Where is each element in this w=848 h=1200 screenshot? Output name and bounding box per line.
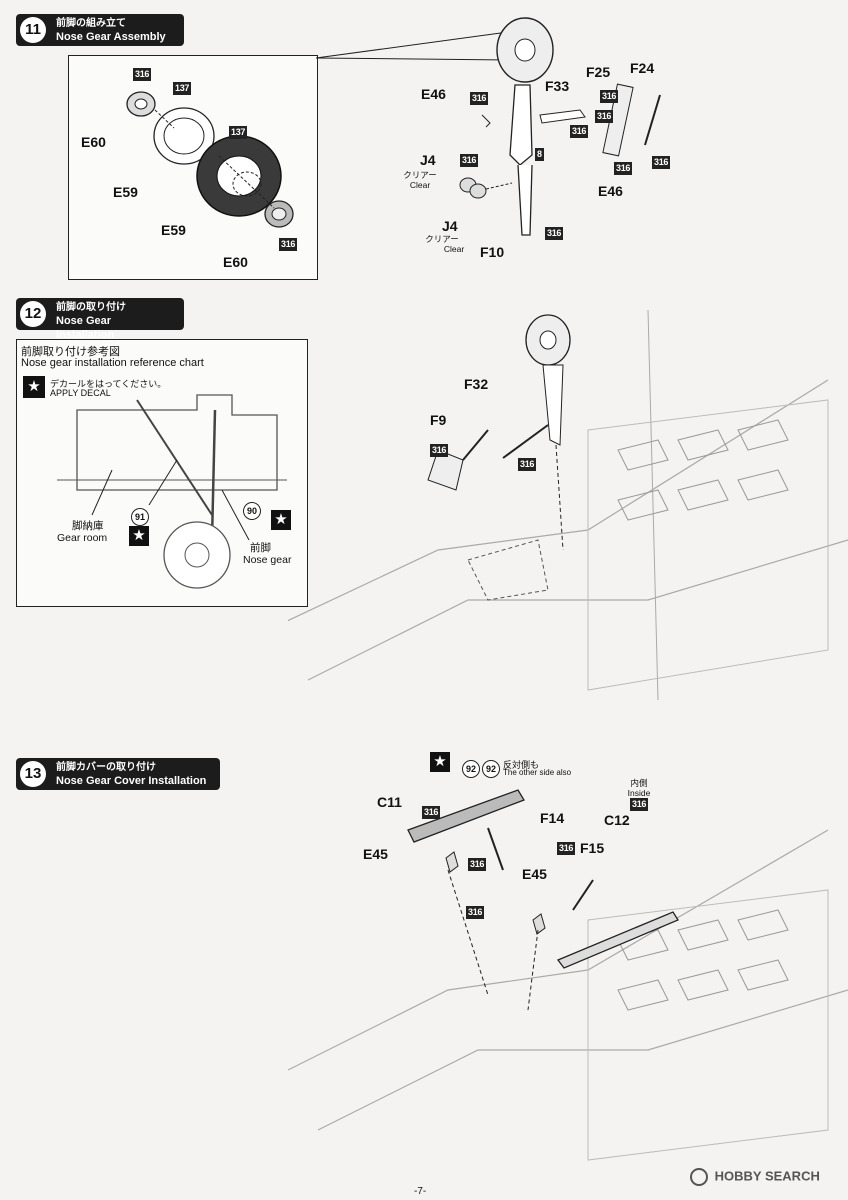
watermark-text: HOBBY SEARCH [714, 1168, 820, 1184]
paint-chip-316: 316 [466, 906, 485, 919]
part-label-f25: F25 [586, 64, 611, 80]
part-label-e45: E45 [363, 846, 388, 862]
paint-chip-316: 316 [422, 806, 441, 819]
decal-star-icon: ★ [271, 510, 291, 530]
part-label-f24: F24 [630, 60, 655, 76]
decal-number: 91 [131, 508, 149, 526]
reference-drawing [57, 394, 287, 589]
callout-line [315, 31, 511, 61]
part-label-c12: C12 [604, 812, 630, 828]
step-title-jp: 前脚の取り付け [56, 302, 126, 313]
part-label-e59: E59 [113, 184, 138, 200]
paint-chip-316: 316 [600, 90, 619, 103]
fuselage-drawing-step12 [288, 309, 848, 701]
step-title-en: Nose Gear Assembly [56, 31, 166, 43]
inside-jp: 内側 [630, 778, 648, 788]
step-12-header: 12 前脚の取り付け Nose Gear Installation [16, 298, 184, 341]
paint-chip-316: 316 [652, 156, 671, 169]
step-number: 11 [20, 17, 46, 43]
clear-note-jp: クリアー [403, 170, 437, 180]
part-label-j4: J4 [420, 152, 436, 168]
decal-star-icon: ★ [23, 376, 45, 398]
reference-title-jp: 前脚取り付け参考図 [21, 345, 120, 358]
step-title-jp: 前脚カバーの取り付け [56, 762, 156, 773]
gear-room-jp: 脚納庫 [72, 520, 104, 532]
decal-star-icon: ★ [430, 752, 450, 772]
reference-chart-box: 前脚取り付け参考図 Nose gear installation referen… [16, 339, 308, 607]
decal-number: 92 [482, 760, 500, 778]
decal-number: 90 [243, 502, 261, 520]
nose-gear-en: Nose gear [243, 554, 292, 566]
part-label-f32: F32 [464, 376, 489, 392]
part-label-f15: F15 [580, 840, 605, 856]
part-label-e60: E60 [81, 134, 106, 150]
inside-en: Inside [627, 788, 651, 798]
part-label-f33: F33 [545, 78, 570, 94]
part-label-e60: E60 [223, 254, 248, 270]
clear-note-en: Clear [409, 180, 431, 190]
paint-chip-316: 316 [545, 227, 564, 240]
paint-chip-8: 8 [535, 148, 544, 161]
wheel-parts-drawing [126, 91, 294, 228]
paint-chip-316: 316 [557, 842, 576, 855]
other-side-en: The other side also [503, 768, 572, 777]
paint-chip-316: 316 [133, 68, 152, 81]
gear-room-en: Gear room [57, 532, 108, 544]
paint-chip-316: 316 [630, 798, 649, 811]
paint-chip-316: 316 [595, 110, 614, 123]
part-label-f10: F10 [480, 244, 505, 260]
part-label-e46: E46 [421, 86, 446, 102]
clear-note-en: Clear [443, 244, 465, 254]
part-label-j4: J4 [442, 218, 458, 234]
nose-strut-drawing [459, 17, 661, 236]
reference-title-en: Nose gear installation reference chart [21, 357, 204, 369]
part-label-e59: E59 [161, 222, 186, 238]
paint-chip-316: 316 [468, 858, 487, 871]
step-13-header: 13 前脚カバーの取り付け Nose Gear Cover Installati… [16, 758, 220, 790]
paint-chip-316: 316 [518, 458, 537, 471]
part-label-e46: E46 [598, 183, 623, 199]
step-number: 13 [20, 761, 46, 787]
page-number: -7- [414, 1186, 427, 1197]
step-number: 12 [20, 301, 46, 327]
paint-chip-137: 137 [173, 82, 192, 95]
step-title-en: Nose Gear Cover Installation [56, 775, 207, 787]
paint-chip-316: 316 [430, 444, 449, 457]
apply-decal-jp: デカールをはってください。 [50, 380, 167, 390]
decal-star-icon: ★ [129, 526, 149, 546]
step-11-header: 11 前脚の組み立て Nose Gear Assembly [16, 14, 184, 46]
part-label-f9: F9 [430, 412, 447, 428]
step-title-en: Nose Gear Installation [56, 315, 115, 341]
step-title-jp: 前脚の組み立て [56, 18, 126, 29]
fuselage-drawing-step13 [288, 789, 848, 1161]
paint-chip-316: 316 [570, 125, 589, 138]
watermark: HOBBY SEARCH [690, 1168, 820, 1186]
part-label-e45: E45 [522, 866, 547, 882]
part-label-f14: F14 [540, 810, 565, 826]
nose-gear-jp: 前脚 [250, 542, 271, 554]
paint-chip-137: 137 [229, 126, 248, 139]
other-side-jp: 反対側も [503, 761, 540, 771]
paint-chip-316: 316 [470, 92, 489, 105]
clear-note-jp: クリアー [425, 234, 459, 244]
wheel-detail-box: 316 137 137 316 E60 E59 E59 E60 [68, 55, 318, 280]
part-label-c11: C11 [377, 794, 402, 810]
watermark-logo-icon [690, 1168, 708, 1186]
paint-chip-316: 316 [614, 162, 633, 175]
paint-chip-316: 316 [279, 238, 298, 251]
apply-decal-en: APPLY DECAL [50, 388, 111, 398]
paint-chip-316: 316 [460, 154, 479, 167]
decal-number: 92 [462, 760, 480, 778]
